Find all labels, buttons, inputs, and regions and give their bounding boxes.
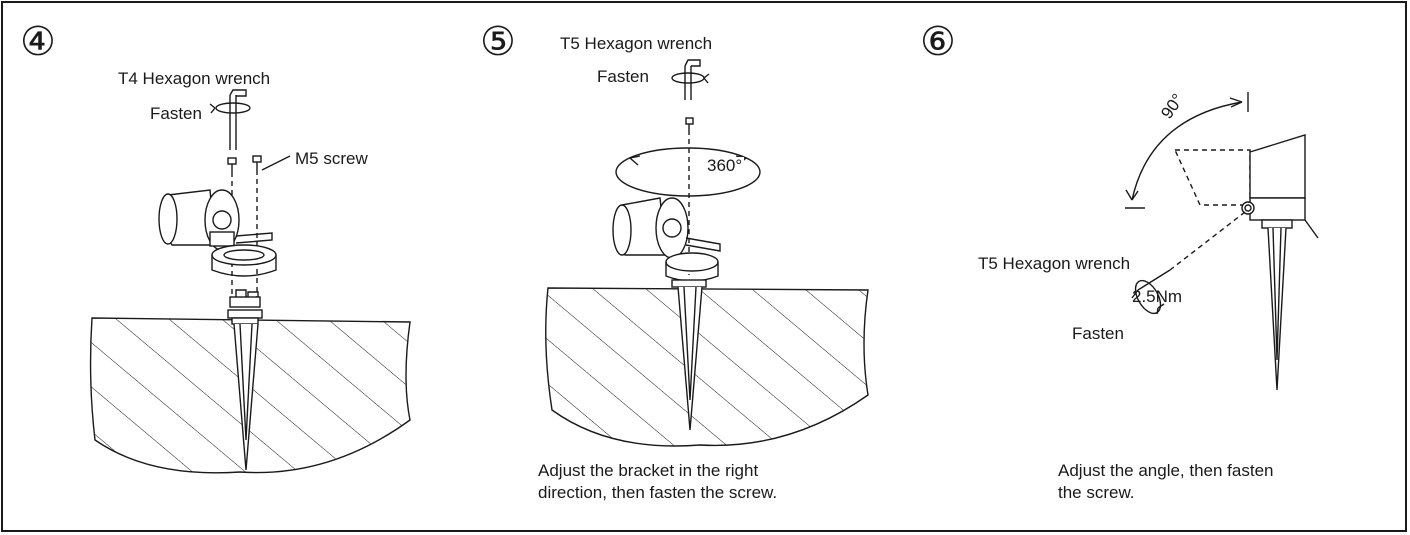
tool-label: T4 Hexagon wrench [118,69,271,88]
ground-spike-icon [1261,219,1293,391]
step-number: ⑥ [920,20,956,64]
spotlight-icon [1241,134,1319,239]
instruction-line: Adjust the angle, then fasten [1058,461,1274,480]
step-6-panel: ⑥ 90° T5 Hexagon wrench 2.5Nm Fasten Adj… [900,0,1410,535]
hex-wrench-icon [1131,269,1171,315]
action-label: Fasten [1072,324,1124,343]
instruction-line: Adjust the bracket in the right [538,461,759,480]
spotlight-icon [158,189,277,277]
step-6-illustration [1125,92,1319,391]
torque-label: 2.5Nm [1132,287,1183,306]
ground-spike-icon [227,309,263,471]
action-label: Fasten [150,104,202,123]
ground-section [545,287,869,447]
step-number: ④ [20,20,56,64]
tool-label: T5 Hexagon wrench [978,254,1131,273]
instruction-text: Adjust the bracket in the right directio… [538,460,868,504]
rotation-label: 360° [705,156,745,175]
step-5-panel: ⑤ T5 Hexagon wrench Fasten 360° Adjust t… [460,0,900,535]
step-5-illustration [545,59,869,447]
part-label: M5 screw [295,149,368,168]
instruction-line: the screw. [1058,483,1135,502]
tool-label: T5 Hexagon wrench [560,34,713,53]
ground-spike-icon [671,279,707,431]
angle-arc [1125,92,1249,209]
step-number: ⑤ [480,20,516,64]
step-4-illustration [89,89,411,474]
hex-wrench-icon [671,59,710,100]
action-label: Fasten [597,67,649,86]
hex-wrench-icon [209,89,251,150]
spotlight-icon [612,197,721,282]
instruction-line: direction, then fasten the screw. [538,483,778,502]
instruction-text: Adjust the angle, then fasten the screw. [1058,460,1388,504]
step-4-panel: ④ T4 Hexagon wrench Fasten M5 screw [0,0,460,535]
screw-icon [227,155,262,172]
screw-icon [685,117,694,130]
